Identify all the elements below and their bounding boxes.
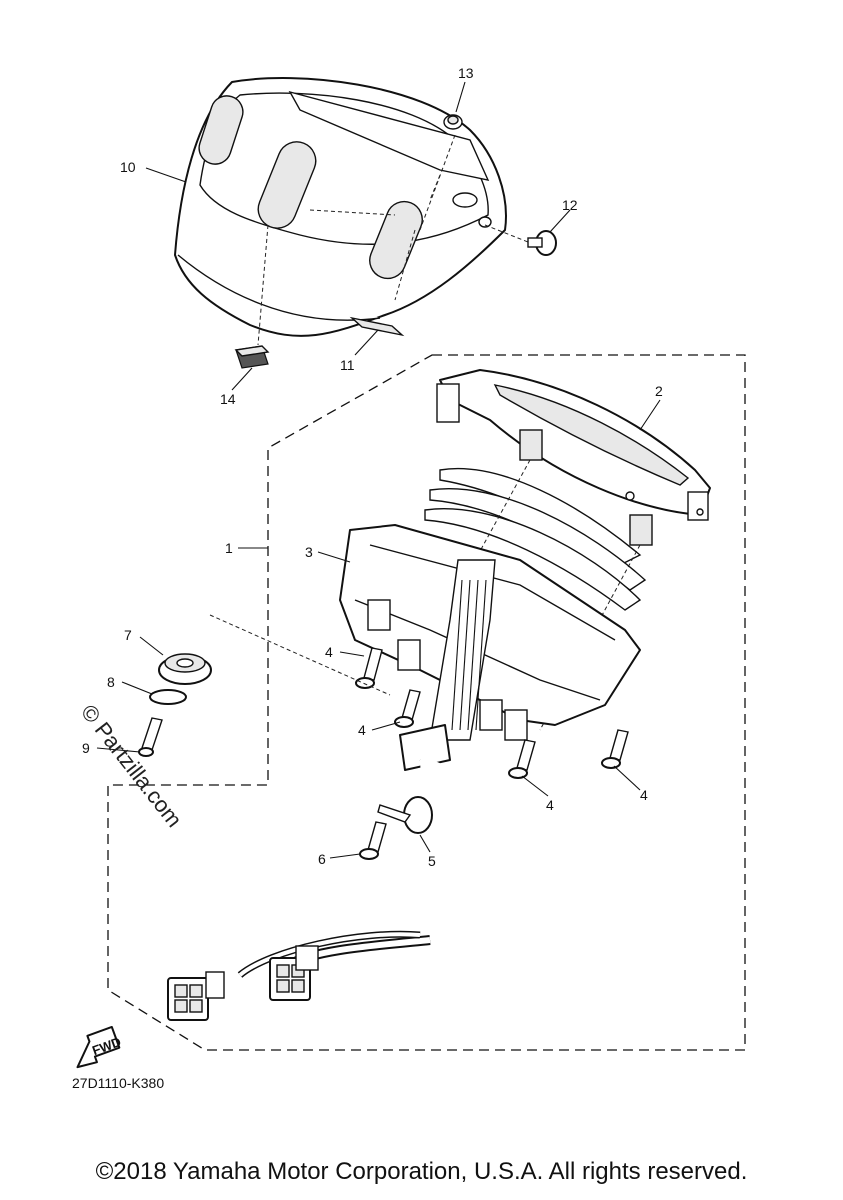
screw-6[interactable] [359, 821, 387, 860]
assembly-boundary [107, 354, 746, 1051]
fwd-arrow-icon: FWD [76, 1025, 123, 1069]
callout-8: 8 [107, 674, 115, 690]
callout-9: 9 [82, 740, 90, 756]
drawing-code: 27D1110-K380 [72, 1075, 164, 1091]
screw-4-c[interactable] [508, 739, 536, 779]
leader-lines [96, 81, 661, 859]
screw-4-b[interactable] [394, 689, 421, 728]
callout-5: 5 [428, 853, 436, 869]
connector-left [167, 971, 225, 1021]
callout-4-a: 4 [325, 644, 333, 660]
meter-lens-2[interactable] [436, 369, 711, 521]
grommet-13[interactable] [443, 114, 463, 130]
callout-4-b: 4 [358, 722, 366, 738]
callout-6: 6 [318, 851, 326, 867]
bolt-9[interactable] [138, 717, 163, 757]
copyright-notice: ©2018 Yamaha Motor Corporation, U.S.A. A… [95, 1158, 748, 1185]
callout-7: 7 [124, 627, 132, 643]
callout-2: 2 [655, 383, 663, 399]
meter-cover[interactable] [174, 77, 507, 337]
screw-4-d[interactable] [601, 729, 629, 769]
callout-12: 12 [562, 197, 578, 213]
screw-4-a[interactable] [355, 647, 383, 689]
callout-10: 10 [120, 159, 136, 175]
damper-14[interactable] [234, 345, 270, 369]
callout-1: 1 [225, 540, 233, 556]
seal-11[interactable] [349, 316, 405, 337]
screw-12[interactable] [527, 230, 557, 256]
washer-8[interactable] [149, 689, 187, 705]
watermark: © Partzilla.com [76, 700, 187, 832]
callout-14: 14 [220, 391, 236, 407]
callout-3: 3 [305, 544, 313, 560]
callout-4-c: 4 [546, 797, 554, 813]
clamp-5[interactable] [377, 796, 433, 834]
wire-harness [237, 724, 500, 978]
cushion-7[interactable] [158, 653, 212, 685]
connector-right [269, 945, 319, 1001]
meter-plates [424, 429, 653, 731]
callout-11: 11 [340, 357, 355, 373]
callout-13: 13 [458, 65, 474, 81]
meter-body-3[interactable] [339, 524, 641, 741]
callout-4-d: 4 [640, 787, 648, 803]
